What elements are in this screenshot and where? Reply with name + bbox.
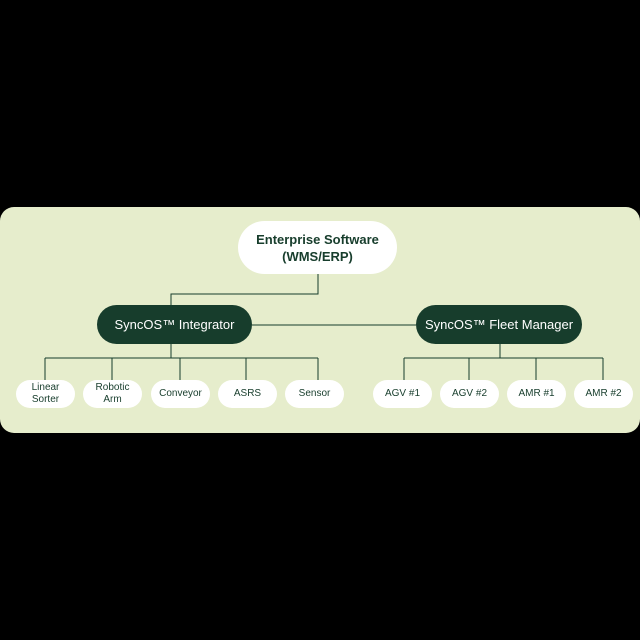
enterprise-software-line2: (WMS/ERP) <box>282 248 353 264</box>
syncos-integrator-label: SyncOS™ Integrator <box>114 317 235 332</box>
device-label-line1: Robotic <box>95 382 130 393</box>
device-node-sensor: Sensor <box>285 380 344 408</box>
enterprise-software-line1: Enterprise Software <box>256 231 379 247</box>
vehicle-node-agv-2: AGV #2 <box>440 380 499 408</box>
device-label-line1: Conveyor <box>159 388 202 399</box>
device-label-line1: Sensor <box>298 388 331 399</box>
syncos-fleet-manager-node: SyncOS™ Fleet Manager <box>416 305 582 344</box>
vehicle-node-amr-1: AMR #1 <box>507 380 566 408</box>
vehicle-label: AMR #2 <box>585 388 622 399</box>
device-node-robotic-arm: Robotic Arm <box>83 380 142 408</box>
vehicle-node-amr-2: AMR #2 <box>574 380 633 408</box>
device-node-asrs: ASRS <box>218 380 277 408</box>
syncos-fleet-manager-label: SyncOS™ Fleet Manager <box>424 317 574 332</box>
device-label-line1: ASRS <box>233 388 262 399</box>
device-label-line2: Arm <box>103 394 122 405</box>
enterprise-software-node: Enterprise Software (WMS/ERP) <box>238 221 397 274</box>
vehicle-node-agv-1: AGV #1 <box>373 380 432 408</box>
device-label-line1: Linear <box>31 382 60 393</box>
device-node-conveyor: Conveyor <box>151 380 210 408</box>
device-label-line2: Sorter <box>31 394 60 405</box>
syncos-integrator-node: SyncOS™ Integrator <box>97 305 252 344</box>
vehicle-label: AMR #1 <box>518 388 555 399</box>
device-node-linear-sorter: Linear Sorter <box>16 380 75 408</box>
vehicle-label: AGV #2 <box>451 388 488 399</box>
vehicle-label: AGV #1 <box>384 388 421 399</box>
